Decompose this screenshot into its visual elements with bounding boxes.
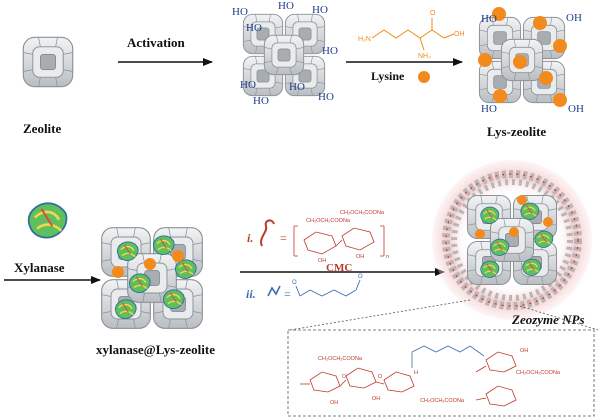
lysine-dot [492, 7, 506, 21]
lysine-dot [517, 195, 527, 205]
hydroxyl-label: HO [232, 6, 248, 18]
lysine-nh2-bottom: NH₂ [418, 53, 431, 60]
lysine-dot [478, 53, 492, 67]
cmc-n: n [386, 254, 389, 260]
hydroxyl-label: HO [312, 4, 328, 16]
crosslinked-structure-inset: CH₂OCH₂COONa CH₂OCH₂COONa CH₂OCH₂COONa O… [287, 329, 595, 417]
hydroxyl-label: OH [566, 12, 582, 24]
lysine-dot [539, 71, 553, 85]
lysine-dot [172, 250, 184, 262]
cmc-structure [293, 225, 385, 257]
lysine-dot [493, 89, 507, 103]
xylanase-lys-zeolite-label: xylanase@Lys-zeolite [96, 342, 215, 357]
hydroxyl-label: HO [278, 0, 294, 12]
inset-oh: OH [330, 400, 338, 406]
step-i-label: i. [247, 231, 253, 245]
inset-o: O [378, 374, 383, 380]
hydroxyl-label: HO [253, 95, 269, 107]
hydroxyl-label: HO [481, 103, 497, 115]
inset-side-group: CH₂OCH₂COONa [516, 370, 561, 376]
cmc-side-group: CH₂OCH₂COONa [340, 210, 385, 216]
cmc-label: CMC [326, 262, 352, 274]
equals-sign: = [280, 231, 287, 245]
lysine-dot [144, 258, 156, 270]
hydroxyl-label: HO [246, 22, 262, 34]
lysine-label: Lysine [371, 69, 405, 83]
lysine-dot [553, 93, 567, 107]
hydroxyl-label: HO [322, 45, 338, 57]
inset-oh: OH [372, 396, 380, 402]
cmc-oh: OH [356, 254, 364, 260]
inset-side-group: CH₂OCH₂COONa [318, 356, 363, 362]
activation-label: Activation [127, 35, 186, 50]
zeolite-label: Zeolite [23, 121, 61, 136]
inset-side-group: CH₂OCH₂COONa [420, 398, 465, 404]
lys-zeolite-label: Lys-zeolite [487, 124, 546, 139]
xylanase-enzyme [27, 201, 68, 239]
lysine-dot [533, 16, 547, 30]
step-ii-label: ii. [246, 287, 256, 301]
lysine-oh: OH [454, 31, 465, 38]
lysine-dot [513, 55, 527, 69]
cmc-chain-icon [260, 219, 275, 247]
lysine-nh2-left: H₂N [358, 36, 371, 43]
hydroxyl-label: HO [481, 13, 497, 25]
zeolite-framework [22, 36, 74, 88]
cmc-side-group: CH₂OCH₂COONa [306, 218, 351, 224]
lysine-dot [509, 227, 519, 237]
xylanase-label: Xylanase [14, 260, 65, 275]
lysine-dot [475, 229, 485, 239]
lys-zeolite-particle [478, 7, 567, 107]
zoom-line [289, 299, 471, 331]
inset-oh: OH [520, 348, 528, 354]
lysine-structure [371, 18, 455, 51]
hydroxyl-label: HO [240, 79, 256, 91]
lysine-dot [112, 266, 124, 278]
hydroxyl-label: OH [568, 103, 584, 115]
lysine-dot [543, 217, 553, 227]
glutaraldehyde-o: O [358, 274, 363, 280]
lysine-dot [553, 39, 567, 53]
glutaraldehyde-structure [295, 279, 361, 297]
lysine-dot-legend [418, 71, 430, 83]
zeozyme-nanoparticle [432, 160, 592, 320]
zoom-line [519, 305, 599, 331]
hydroxyl-label: HO [318, 91, 334, 103]
cmc-oh: OH [318, 258, 326, 264]
zeozyme-label: Zeozyme NPs [511, 312, 585, 327]
glutaraldehyde-icon [267, 285, 281, 297]
lysine-o: O [430, 10, 436, 17]
inset-o: O [342, 374, 347, 380]
equals-sign: = [284, 287, 291, 301]
glutaraldehyde-o: O [292, 280, 297, 286]
inset-h: H [414, 370, 418, 376]
xylanase-lys-zeolite-particle [102, 228, 203, 329]
hydroxyl-groups: HO HO HO HO HO HO HO HO HO [232, 0, 338, 107]
hydroxyl-label: HO [289, 81, 305, 93]
